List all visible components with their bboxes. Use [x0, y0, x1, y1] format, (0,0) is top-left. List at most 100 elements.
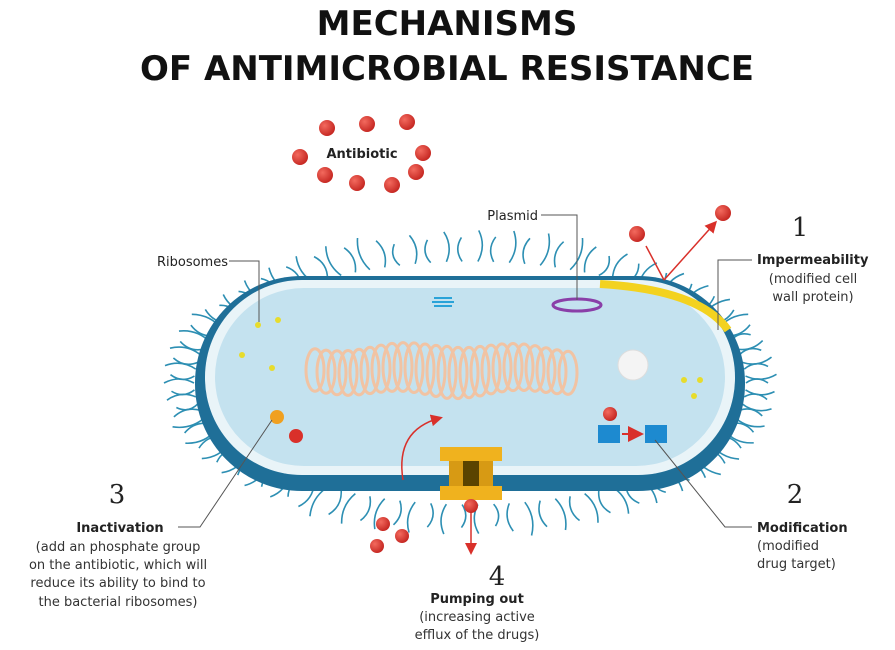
flagellum [477, 230, 484, 262]
drug-target [598, 425, 620, 443]
flagellum [743, 393, 768, 401]
flagellum [568, 496, 581, 522]
flagellum [440, 503, 448, 535]
flagellum [375, 240, 387, 268]
dna-loop [403, 341, 425, 394]
dna-loop [546, 348, 568, 396]
dna-loop [469, 344, 491, 398]
antibiotic-molecule [349, 175, 365, 191]
dna-loop [447, 345, 469, 401]
flagellum [443, 231, 450, 263]
flagellum [313, 255, 329, 279]
flagellum [328, 490, 343, 516]
antibiotic-label: Antibiotic [326, 147, 397, 162]
mechanism-3-name: Inactivation [76, 521, 163, 536]
antibiotic-molecule [384, 177, 400, 193]
title-line-2: OF ANTIMICROBIAL RESISTANCE [140, 49, 754, 89]
flagellum [553, 241, 565, 268]
dna-loop [381, 341, 403, 393]
mechanism-4-desc: (increasing active [419, 610, 535, 625]
dna-loop [436, 344, 458, 400]
flagellum [170, 374, 195, 381]
mechanism-2-name: Modification [757, 521, 848, 536]
flagellum [554, 498, 567, 531]
dna-loop [348, 347, 370, 397]
dna-loop [370, 343, 392, 394]
ribosomes [239, 317, 703, 399]
mechanism-3-desc: reduce its ability to bind to [30, 576, 205, 591]
flagellum [456, 237, 463, 262]
antibiotic-molecule [603, 407, 617, 421]
flagellum [583, 246, 597, 273]
flagellum [176, 403, 199, 411]
antibiotic-molecule [408, 164, 424, 180]
flagellum [340, 492, 356, 524]
mechanism-3-desc: (add an phosphate group [36, 540, 201, 555]
mechanism-2-desc: drug target) [757, 557, 836, 572]
dna-loop [414, 342, 436, 396]
flagellum [524, 501, 534, 536]
flagellum [598, 255, 611, 277]
flagellum [493, 503, 500, 527]
plasmid-label: Plasmid [487, 209, 538, 224]
flagellum [508, 230, 517, 264]
mechanism-3-number: 3 [109, 480, 126, 510]
flagellum [408, 234, 418, 265]
mechanism-1-desc: wall protein) [772, 290, 853, 305]
mechanism-2-desc: (modified [757, 539, 819, 554]
dna-loop [513, 342, 535, 392]
mechanism-1-number: 1 [792, 213, 809, 243]
flagellum [522, 237, 531, 265]
dna-loop [304, 347, 326, 393]
inactivated-antibiotic [270, 410, 284, 424]
flagellum [612, 486, 630, 514]
flagellum [169, 346, 202, 357]
dna-loop [425, 343, 447, 399]
flagellum [343, 247, 357, 273]
flagellum [359, 496, 372, 522]
mechanism-4-name: Pumping out [430, 592, 524, 607]
mechanism-4-desc: efflux of the drugs) [415, 628, 540, 643]
dna-loop [480, 343, 502, 396]
modified-drug-target [645, 425, 667, 443]
flagellum [172, 416, 206, 429]
dna-loop [557, 349, 579, 396]
flagellum [489, 236, 497, 263]
dna-loop [315, 348, 337, 395]
flagellum [743, 362, 769, 370]
dna-loop [458, 345, 480, 400]
antibiotic-molecule [359, 116, 375, 132]
flagellum [373, 498, 386, 530]
ribosomes-label: Ribosomes [157, 255, 228, 270]
flagellum [539, 233, 551, 266]
dna-loop [392, 341, 414, 393]
mechanism-1-desc: (modified cell [769, 272, 858, 287]
dna-loop [524, 344, 546, 393]
flagellum [734, 416, 765, 428]
flagellum [584, 492, 599, 523]
mechanism-3-desc: on the antibiotic, which will [29, 558, 207, 573]
flagellum [611, 253, 628, 279]
ribosome-cluster-icon [432, 297, 454, 307]
dna-loop [337, 349, 359, 397]
antibiotic-molecule [399, 114, 415, 130]
flagellum [745, 373, 777, 380]
antibiotic-molecule [292, 149, 308, 165]
flagellum [538, 500, 548, 528]
dna-loop [502, 341, 524, 393]
dna-loop [535, 346, 557, 395]
title-line-1: MECHANISMS [317, 4, 578, 44]
mechanism-3-desc: the bacterial ribosomes) [39, 595, 198, 610]
dna-loop [491, 342, 513, 394]
mechanism-1-name: Impermeability [757, 253, 869, 268]
vacuole [617, 349, 649, 381]
flagellum [506, 503, 514, 532]
modified-wall-protein [599, 280, 732, 333]
flagellum [426, 503, 434, 528]
flagellum [391, 243, 401, 267]
mechanism-4-number: 4 [489, 562, 506, 592]
efflux-pump [440, 447, 502, 500]
dna-loop [359, 345, 381, 396]
antibiotic-cluster [292, 114, 431, 193]
